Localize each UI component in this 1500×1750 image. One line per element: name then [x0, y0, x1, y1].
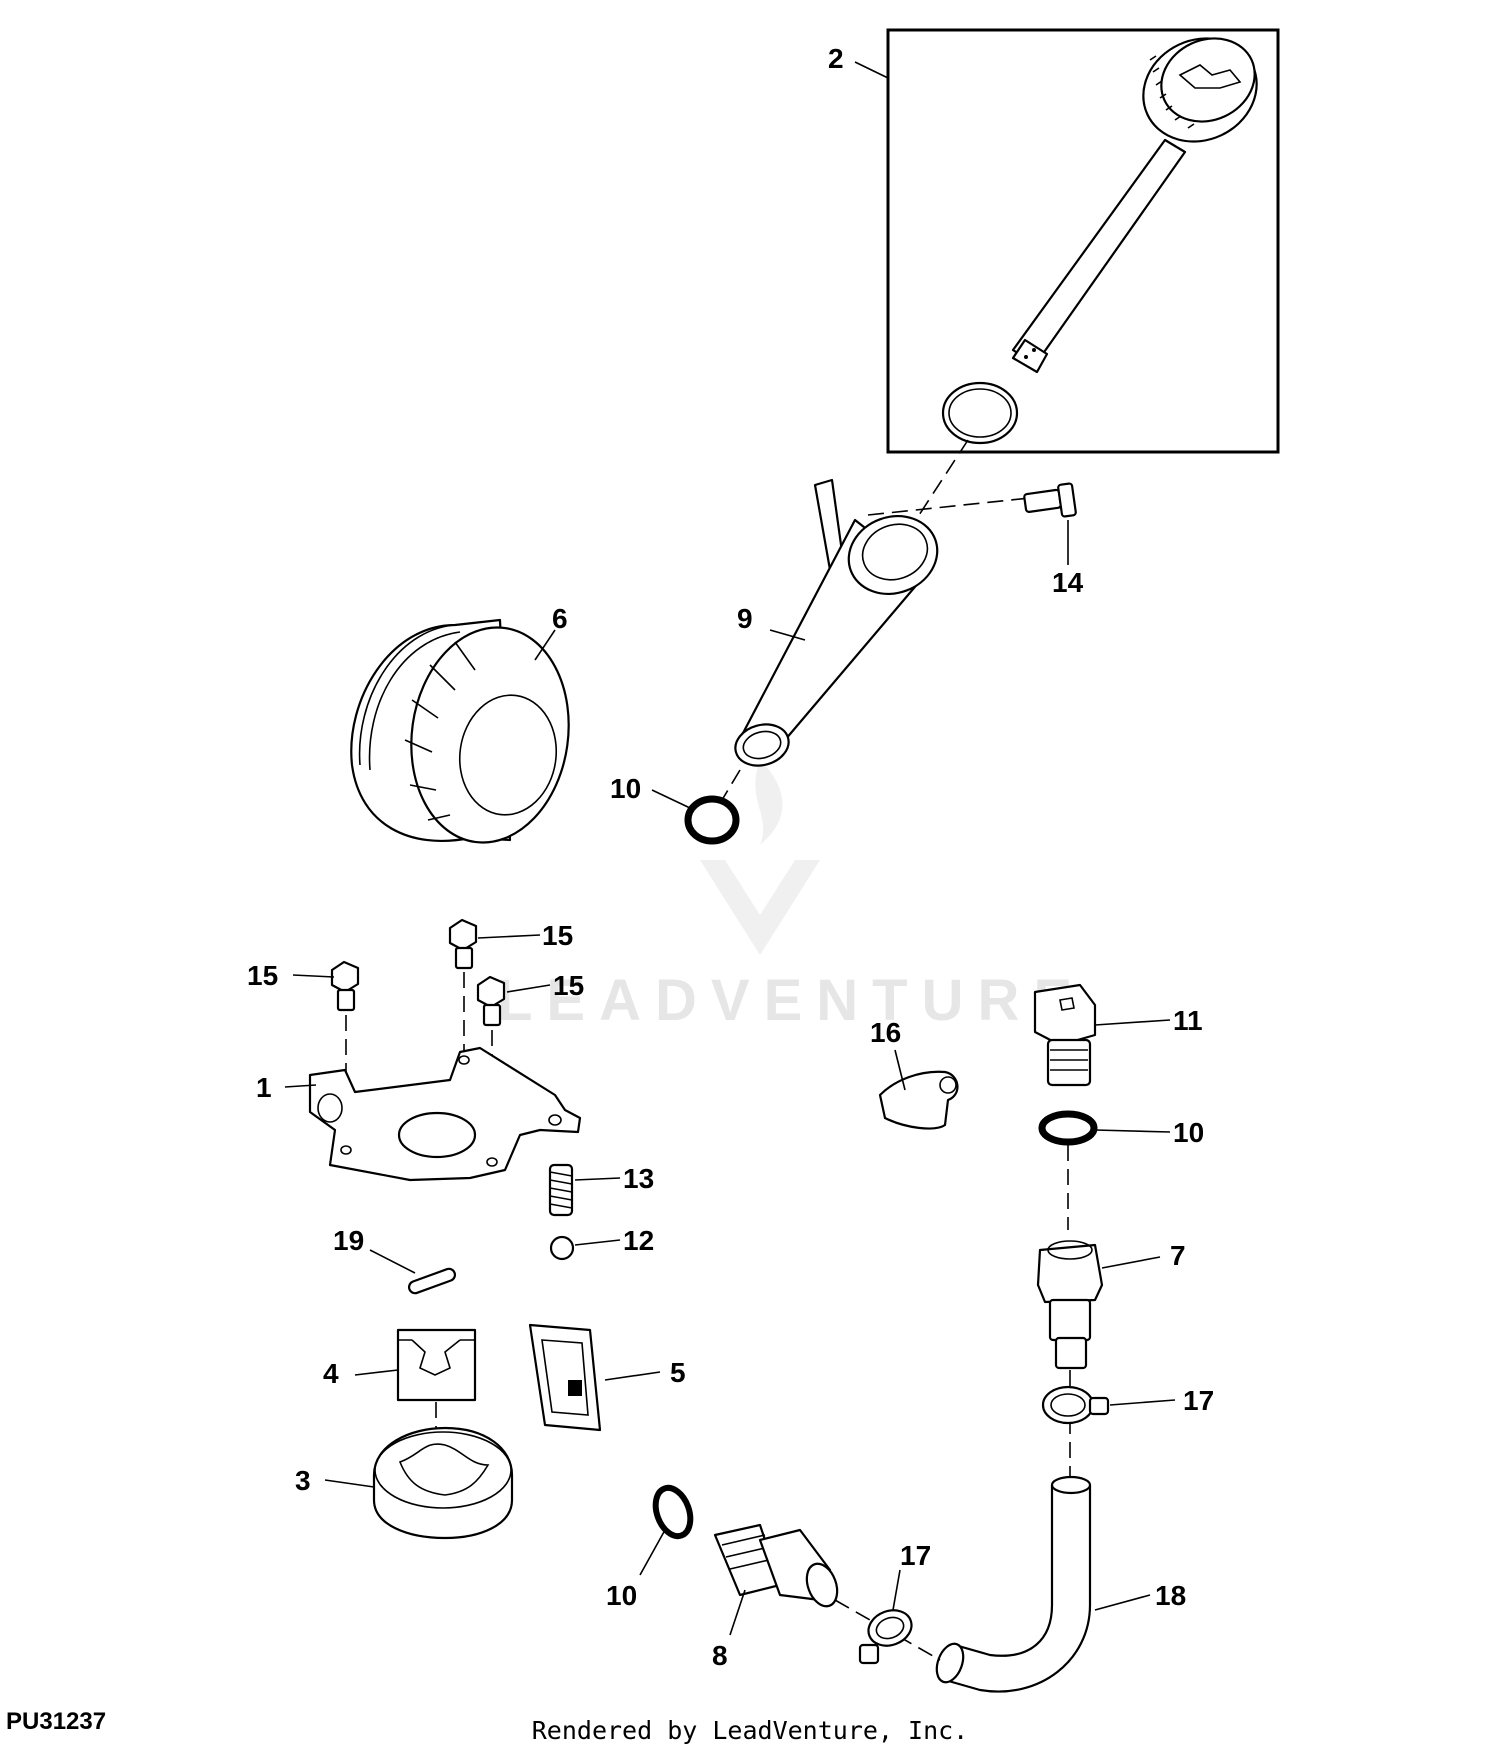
callout-9: 9 — [737, 603, 753, 634]
figure-id: PU31237 — [6, 1708, 107, 1735]
bolt-15-middle[interactable] — [448, 918, 478, 970]
seal-ring-lower[interactable] — [649, 1483, 696, 1541]
leader-lines — [284, 61, 1176, 1636]
dowel-pin[interactable] — [407, 1267, 457, 1295]
seal-ring-upper[interactable] — [684, 795, 740, 845]
drain-plug[interactable] — [1033, 983, 1097, 1087]
callout-19: 19 — [333, 1225, 364, 1256]
callout-17-upper: 17 — [1183, 1385, 1214, 1416]
hose-clip[interactable] — [878, 1070, 959, 1130]
bolt-15-left[interactable] — [330, 960, 360, 1012]
callout-15-left: 15 — [247, 960, 278, 991]
callout-3: 3 — [295, 1465, 311, 1496]
dipstick-o-ring[interactable] — [941, 381, 1019, 445]
render-credit: Rendered by LeadVenture, Inc. — [531, 1716, 969, 1745]
callout-7: 7 — [1170, 1240, 1186, 1271]
callout-6: 6 — [552, 603, 568, 634]
callout-1: 1 — [256, 1072, 272, 1103]
inner-rotor[interactable] — [396, 1328, 477, 1402]
oil-filter[interactable] — [350, 617, 582, 853]
callout-8: 8 — [712, 1640, 728, 1671]
callout-10-lower: 10 — [606, 1580, 637, 1611]
callout-12: 12 — [623, 1225, 654, 1256]
bolt-15-right[interactable] — [476, 975, 506, 1027]
callout-13: 13 — [623, 1163, 654, 1194]
adapter-fitting[interactable] — [713, 1523, 843, 1610]
seal-ring-plug[interactable] — [1038, 1110, 1098, 1146]
callout-5: 5 — [670, 1357, 686, 1388]
callout-14: 14 — [1052, 567, 1084, 598]
callout-10-upper: 10 — [610, 773, 641, 804]
pump-cover-plate[interactable] — [308, 1046, 582, 1182]
callout-11: 11 — [1173, 1005, 1203, 1036]
bolt-14[interactable] — [1023, 482, 1077, 518]
dipstick-kit-box — [886, 28, 1280, 454]
callout-15-right: 15 — [553, 970, 584, 1001]
callout-15-middle: 15 — [542, 920, 573, 951]
hose-fitting[interactable] — [1036, 1240, 1104, 1370]
watermark-logo — [700, 760, 820, 955]
watermark-text: LEADVENTURE — [497, 968, 1086, 1033]
callout-2: 2 — [828, 43, 844, 74]
relief-spring[interactable] — [548, 1163, 574, 1217]
outer-rotor[interactable] — [372, 1426, 514, 1540]
callout-16: 16 — [870, 1017, 901, 1048]
callout-10-plug: 10 — [1173, 1117, 1204, 1148]
callout-17-lower: 17 — [900, 1540, 931, 1571]
check-ball[interactable] — [549, 1235, 575, 1261]
filter-screen[interactable] — [528, 1323, 602, 1432]
dipstick-tube[interactable] — [731, 478, 949, 771]
dipstick[interactable] — [1011, 20, 1274, 374]
callout-18: 18 — [1155, 1580, 1186, 1611]
callout-4: 4 — [323, 1358, 339, 1389]
hose-clamp-lower[interactable] — [858, 1605, 916, 1665]
callout-numbers: 2 9 14 6 10 15 15 15 1 13 12 19 4 5 3 16… — [247, 43, 1214, 1671]
oil-drain-hose[interactable] — [932, 1475, 1092, 1693]
hose-clamp-upper[interactable] — [1041, 1385, 1110, 1425]
